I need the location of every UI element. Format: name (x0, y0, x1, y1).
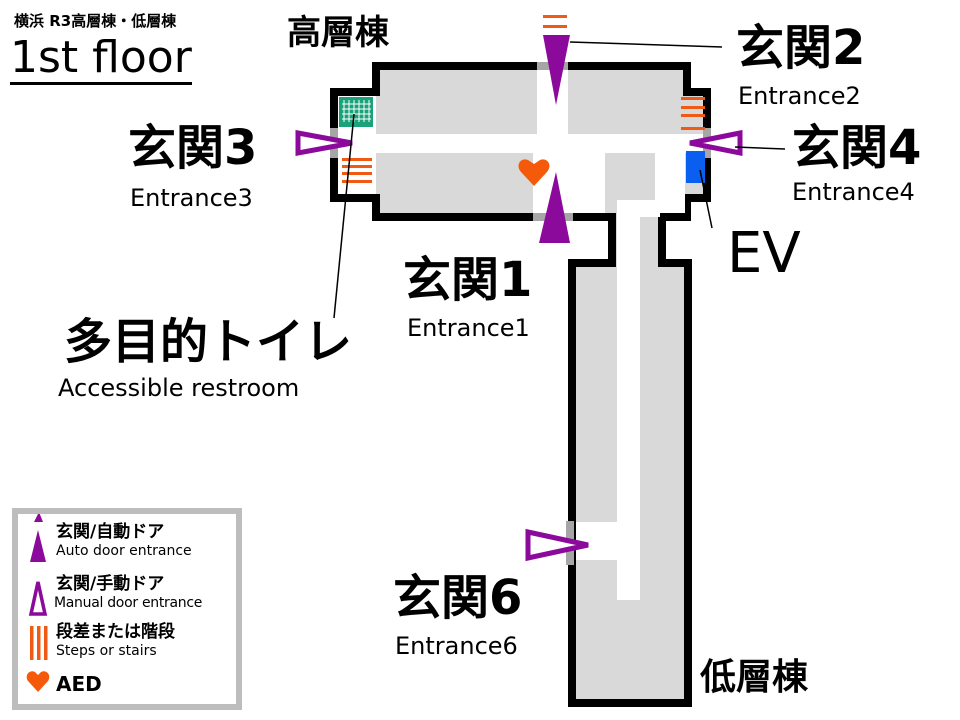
legend-auto-jp: 玄関/自動ドア (56, 522, 165, 542)
aed-legend-icon (26, 671, 50, 692)
entrance2-jp: 玄関2 (736, 20, 866, 76)
legend-stairs-en: Steps or stairs (56, 643, 157, 659)
legend-auto-en: Auto door entrance (56, 543, 192, 559)
auto-door-icon (34, 514, 43, 522)
entrance6-en: Entrance6 (395, 632, 518, 660)
manual-door-entrance4-icon (689, 129, 743, 157)
aed-heart-icon (518, 159, 550, 186)
stairs-legend-icon (30, 626, 48, 660)
legend: 玄関/自動ドア Auto door entrance 玄関/手動ドア Manua… (12, 508, 242, 710)
legend-manual-jp: 玄関/手動ドア (56, 574, 165, 594)
low-rise-label: 低層棟 (700, 657, 809, 698)
legend-icons (26, 514, 50, 692)
entrance2-en: Entrance2 (738, 82, 861, 110)
entrance6-jp: 玄関6 (393, 570, 523, 626)
entrance1-jp: 玄関1 (403, 252, 533, 308)
entrance3-jp: 玄関3 (128, 120, 258, 176)
manual-door-entrance3-icon (295, 129, 353, 157)
auto-door-entrance1-icon (539, 172, 570, 243)
elevator-icon (686, 151, 705, 183)
stairs-icon (342, 15, 705, 183)
page-title: 1st floor (10, 32, 192, 85)
subtitle: 横浜 R3高層棟・低層棟 (14, 12, 177, 30)
auto-door-legend-icon (30, 530, 46, 562)
entrance4-jp: 玄関4 (792, 120, 922, 176)
manual-door-entrance6-icon (525, 528, 589, 562)
entrance1-en: Entrance1 (407, 314, 530, 342)
manual-door-legend-icon (28, 581, 48, 616)
restroom-jp: 多目的トイレ (64, 314, 353, 370)
restroom-icon (339, 97, 373, 127)
legend-manual-en: Manual door entrance (54, 595, 203, 611)
restroom-en: Accessible restroom (58, 374, 300, 402)
ev-label: EV (727, 221, 801, 286)
legend-stairs-jp: 段差または階段 (56, 622, 175, 642)
high-rise-label: 高層棟 (287, 13, 389, 53)
leader-lines (333, 41, 786, 319)
entrance4-en: Entrance4 (792, 178, 915, 206)
entrance3-en: Entrance3 (130, 184, 253, 212)
legend-aed: AED (56, 672, 102, 696)
auto-door-entrance2-icon (543, 35, 570, 105)
